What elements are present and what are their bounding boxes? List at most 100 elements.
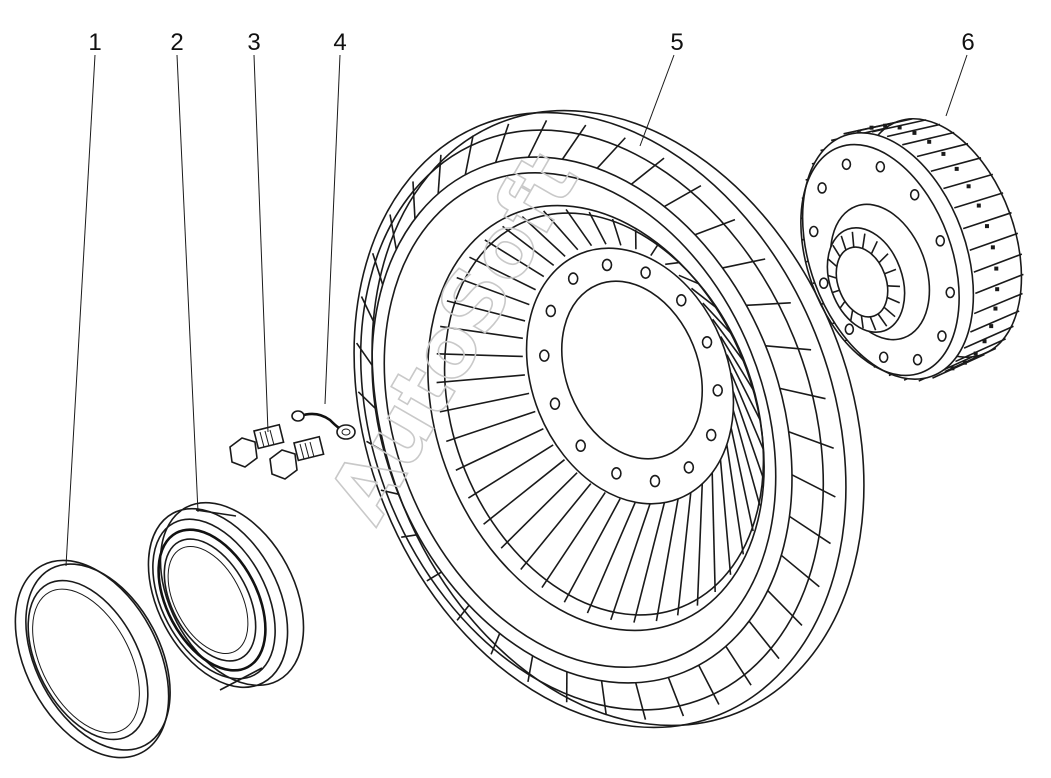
turbine-blade xyxy=(719,458,732,575)
outer-vane xyxy=(527,120,548,158)
drum-tooth xyxy=(970,310,1020,333)
turbine-blade xyxy=(469,256,536,291)
turbine-blade xyxy=(720,336,755,392)
part-6-splined-hub xyxy=(800,117,1024,382)
spline-tooth xyxy=(832,244,841,258)
drum-tooth-dot xyxy=(950,366,955,371)
callout-6: 6 xyxy=(961,29,974,56)
flange-hole xyxy=(935,234,946,247)
flange-hole xyxy=(844,323,855,336)
spline-tooth xyxy=(878,253,889,264)
outer-vane xyxy=(494,123,510,163)
outer-vane xyxy=(746,302,791,307)
turbine-blade xyxy=(586,502,636,614)
turbine-blade xyxy=(440,325,523,340)
outer-vanes xyxy=(355,120,836,720)
outer-vane xyxy=(694,218,736,236)
callout-3: 3 xyxy=(247,29,260,56)
spline-tooth xyxy=(827,274,837,279)
turbine-blade xyxy=(678,274,700,285)
spline-tooth xyxy=(887,285,901,288)
turbine-blade xyxy=(725,443,745,555)
drum-tooth xyxy=(916,142,969,158)
hub-hole xyxy=(649,474,661,488)
spline-tooth xyxy=(831,289,840,294)
hub-hole xyxy=(538,349,550,362)
drum-tooth-dot xyxy=(941,151,946,156)
drum-tooth-dot xyxy=(976,203,981,208)
turbine-blade xyxy=(439,392,530,413)
drum-tooth xyxy=(886,123,941,138)
spline-tooth xyxy=(849,309,854,321)
flange-hole xyxy=(817,182,827,194)
turbine-blade xyxy=(730,426,754,532)
drum-tooth-dot xyxy=(993,306,998,311)
hub-hole xyxy=(640,266,651,279)
flange-hole xyxy=(818,277,829,290)
outer-vane xyxy=(697,664,720,705)
hub-hole xyxy=(683,461,695,474)
turbine-blade xyxy=(711,318,745,363)
callout-4: 4 xyxy=(333,29,346,56)
outer-vane xyxy=(722,258,766,269)
leader-line-2 xyxy=(176,54,199,513)
leader-line-1 xyxy=(65,54,96,567)
part-3-bolts xyxy=(229,423,325,480)
hub-hole xyxy=(567,272,579,285)
part-4-lock-washer xyxy=(291,410,356,440)
drum-tooth-dot xyxy=(990,245,995,250)
turbine-blade xyxy=(730,372,765,450)
turbine-blade xyxy=(711,471,716,593)
drum-tooth xyxy=(930,157,982,172)
drum-tooth xyxy=(969,232,1019,252)
spline-tooth xyxy=(860,315,864,329)
turbine-blade xyxy=(436,374,525,384)
turbine-blade xyxy=(455,428,544,471)
drum-tooth-dot xyxy=(995,287,1000,292)
flange-hole xyxy=(912,353,923,366)
drum-tooth-dot xyxy=(883,123,888,128)
turbine-blade xyxy=(436,353,523,358)
outer-vane xyxy=(788,430,834,449)
outer-vane xyxy=(791,474,836,498)
hub-hole xyxy=(601,258,613,272)
outer-vane xyxy=(779,387,826,400)
spline-tooth xyxy=(861,233,866,249)
outer-vane xyxy=(789,515,831,545)
part-2-bearing xyxy=(147,501,305,691)
flange-hole xyxy=(808,225,819,238)
part-5-turbine-wheel xyxy=(353,109,865,729)
turbine-blade xyxy=(467,444,554,499)
hub-hole xyxy=(701,335,713,349)
flange-hole xyxy=(841,158,852,171)
turbine-blade xyxy=(456,276,530,306)
spline-tooth xyxy=(827,258,838,268)
callout-1: 1 xyxy=(88,29,101,56)
turbine-blade xyxy=(650,243,659,257)
drum-tooth-dot xyxy=(954,166,959,171)
turbine-blade xyxy=(665,261,680,266)
outer-vane xyxy=(596,137,626,169)
turbine-blade xyxy=(446,300,526,322)
outer-vane xyxy=(527,655,534,682)
leader-line-6 xyxy=(945,54,968,117)
drum-tooth xyxy=(943,173,994,190)
leader-line-5 xyxy=(639,54,675,147)
flange-hole xyxy=(937,330,947,342)
spline-tooth xyxy=(877,313,888,327)
turbine-blade xyxy=(726,354,761,421)
outer-vane xyxy=(437,154,442,194)
outer-vane xyxy=(630,157,665,185)
outer-vane xyxy=(412,181,416,219)
drum-tooth xyxy=(973,253,1023,273)
drum-tooth-dot xyxy=(927,139,932,144)
part-1-seal-ring xyxy=(14,559,171,759)
turbine-blade xyxy=(690,287,717,309)
outer-vane xyxy=(663,184,702,208)
turbine-blade xyxy=(520,483,592,570)
drum-tooth-dot xyxy=(994,266,999,271)
outer-vane xyxy=(765,345,812,351)
outer-vane xyxy=(456,604,470,621)
